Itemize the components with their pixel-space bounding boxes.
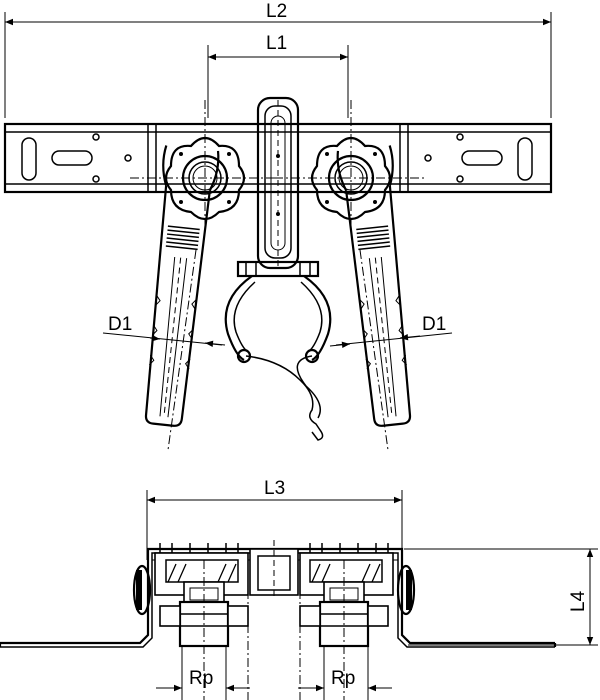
dimension-d1-left: D1	[102, 314, 226, 347]
label-l1: L1	[266, 33, 287, 54]
left-fitting-assembly	[132, 543, 249, 700]
dimension-l1: L1	[207, 33, 349, 118]
dimension-l3: L3	[146, 478, 403, 560]
label-l3: L3	[264, 478, 285, 499]
left-elbow-fitting	[130, 100, 282, 451]
top-view: L2 L1	[3, 1, 553, 451]
dimension-rp-right: Rp	[298, 646, 392, 700]
right-fitting-assembly	[299, 543, 416, 700]
side-view: L3 L4	[0, 478, 598, 700]
dimension-d1-right: D1	[329, 314, 453, 348]
label-d1-right: D1	[422, 314, 446, 335]
right-elbow-fitting	[274, 100, 426, 451]
label-rp-right: Rp	[331, 668, 355, 689]
dimension-l4: L4	[404, 548, 598, 646]
center-connector	[249, 540, 299, 600]
label-l2: L2	[266, 1, 287, 22]
label-l4: L4	[568, 590, 589, 612]
dimension-rp-left: Rp	[156, 646, 250, 700]
label-rp-left: Rp	[189, 668, 213, 689]
dimension-l2: L2	[4, 1, 552, 118]
label-d1-left: D1	[108, 314, 132, 335]
center-pipe-clip	[224, 96, 332, 441]
